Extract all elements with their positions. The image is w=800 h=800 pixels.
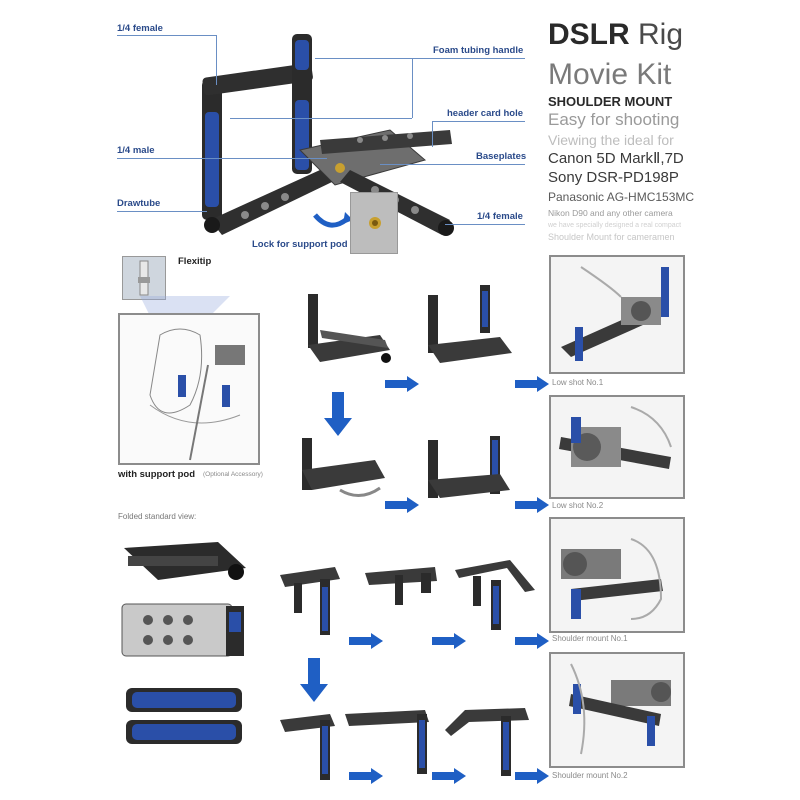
step-rig-3 — [302, 438, 385, 497]
arrow-right-icon — [432, 633, 466, 649]
flexitip-photo — [122, 256, 166, 300]
callout-female-bottom: 1/4 female — [477, 211, 523, 222]
step-rig-5 — [280, 567, 340, 635]
result-panel-shoulder-1 — [549, 517, 685, 633]
step-rig-7 — [455, 560, 535, 630]
support-pod-note: (Optional Accessory) — [203, 471, 263, 478]
leader-line — [412, 58, 413, 118]
folded-view-label: Folded standard view: — [118, 512, 197, 521]
mount-heading: SHOULDER MOUNT — [548, 94, 673, 109]
arrow-right-icon — [385, 376, 419, 392]
title: DSLR Rig — [548, 18, 683, 52]
leader-line — [315, 58, 525, 59]
camera-1: Canon 5D MarkⅡ,7D — [548, 150, 684, 167]
arrow-right-icon — [432, 768, 466, 784]
rig-illustration — [202, 34, 454, 236]
leader-line — [117, 158, 327, 159]
nikon-line: Nikon D90 and any other camera — [548, 208, 673, 218]
step-rig-4 — [428, 436, 510, 498]
leader-line — [432, 121, 433, 147]
result-panel-low-shot-2 — [549, 395, 685, 499]
faint-line-1: we have specially designed a real compac… — [548, 222, 682, 229]
step-rig-9 — [345, 710, 429, 774]
step-rig-8 — [280, 714, 335, 780]
folded-image-2 — [118, 596, 252, 666]
leader-line — [380, 164, 525, 165]
caption-low-shot-2: Low shot No.2 — [552, 501, 604, 510]
caption-shoulder-2: Shoulder mount No.2 — [552, 771, 628, 780]
title-rest: Rig — [638, 18, 684, 51]
arrow-right-icon — [515, 497, 549, 513]
flexitip-label: Flexitip — [178, 256, 212, 267]
leader-line — [216, 35, 217, 85]
leader-line — [445, 224, 525, 225]
support-pod-label: with support pod — [118, 469, 196, 480]
result-panel-low-shot-1 — [549, 255, 685, 374]
tagline: Easy for shooting — [548, 110, 680, 129]
support-pod-panel — [118, 313, 260, 465]
callout-header-card-hole: header card hole — [447, 108, 524, 119]
camera-3: Panasonic AG-HMC153MC — [548, 190, 695, 204]
callout-male: 1/4 male — [117, 145, 155, 156]
leader-line — [117, 211, 207, 212]
callout-foam-handle: Foam tubing handle — [433, 45, 524, 56]
title-bold: DSLR — [548, 18, 630, 51]
step-rig-10 — [445, 708, 529, 776]
camera-2: Sony DSR-PD198P — [548, 169, 679, 186]
steps-illustration — [280, 285, 535, 780]
callout-drawtube: Drawtube — [117, 198, 161, 209]
step-rig-6 — [365, 567, 437, 605]
viewing-line: Viewing the ideal for — [548, 132, 674, 148]
arrow-right-icon — [515, 376, 549, 392]
leader-line — [117, 35, 217, 36]
callout-female-top: 1/4 female — [117, 23, 163, 34]
leader-line — [230, 118, 412, 119]
caption-shoulder-1: Shoulder mount No.1 — [552, 634, 628, 643]
callout-lock-support-pod: Lock for support pod — [252, 239, 348, 250]
callout-baseplates: Baseplates — [476, 151, 527, 162]
subtitle: Movie Kit — [548, 58, 672, 91]
step-rig-1 — [308, 294, 391, 363]
folded-image-3 — [118, 682, 252, 752]
result-panel-shoulder-2 — [549, 652, 685, 768]
product-hero — [150, 20, 480, 260]
lock-inset — [350, 192, 398, 254]
caption-low-shot-1: Low shot No.1 — [552, 378, 604, 387]
faint-line-2: Shoulder Mount for cameramen — [548, 232, 675, 242]
step-rig-2 — [428, 285, 512, 363]
arrow-right-icon — [385, 497, 419, 513]
arrow-right-icon — [515, 633, 549, 649]
arrow-right-icon — [349, 768, 383, 784]
folded-image-1 — [118, 528, 252, 588]
arrow-right-icon — [349, 633, 383, 649]
arrow-right-icon — [515, 768, 549, 784]
leader-line — [432, 121, 525, 122]
